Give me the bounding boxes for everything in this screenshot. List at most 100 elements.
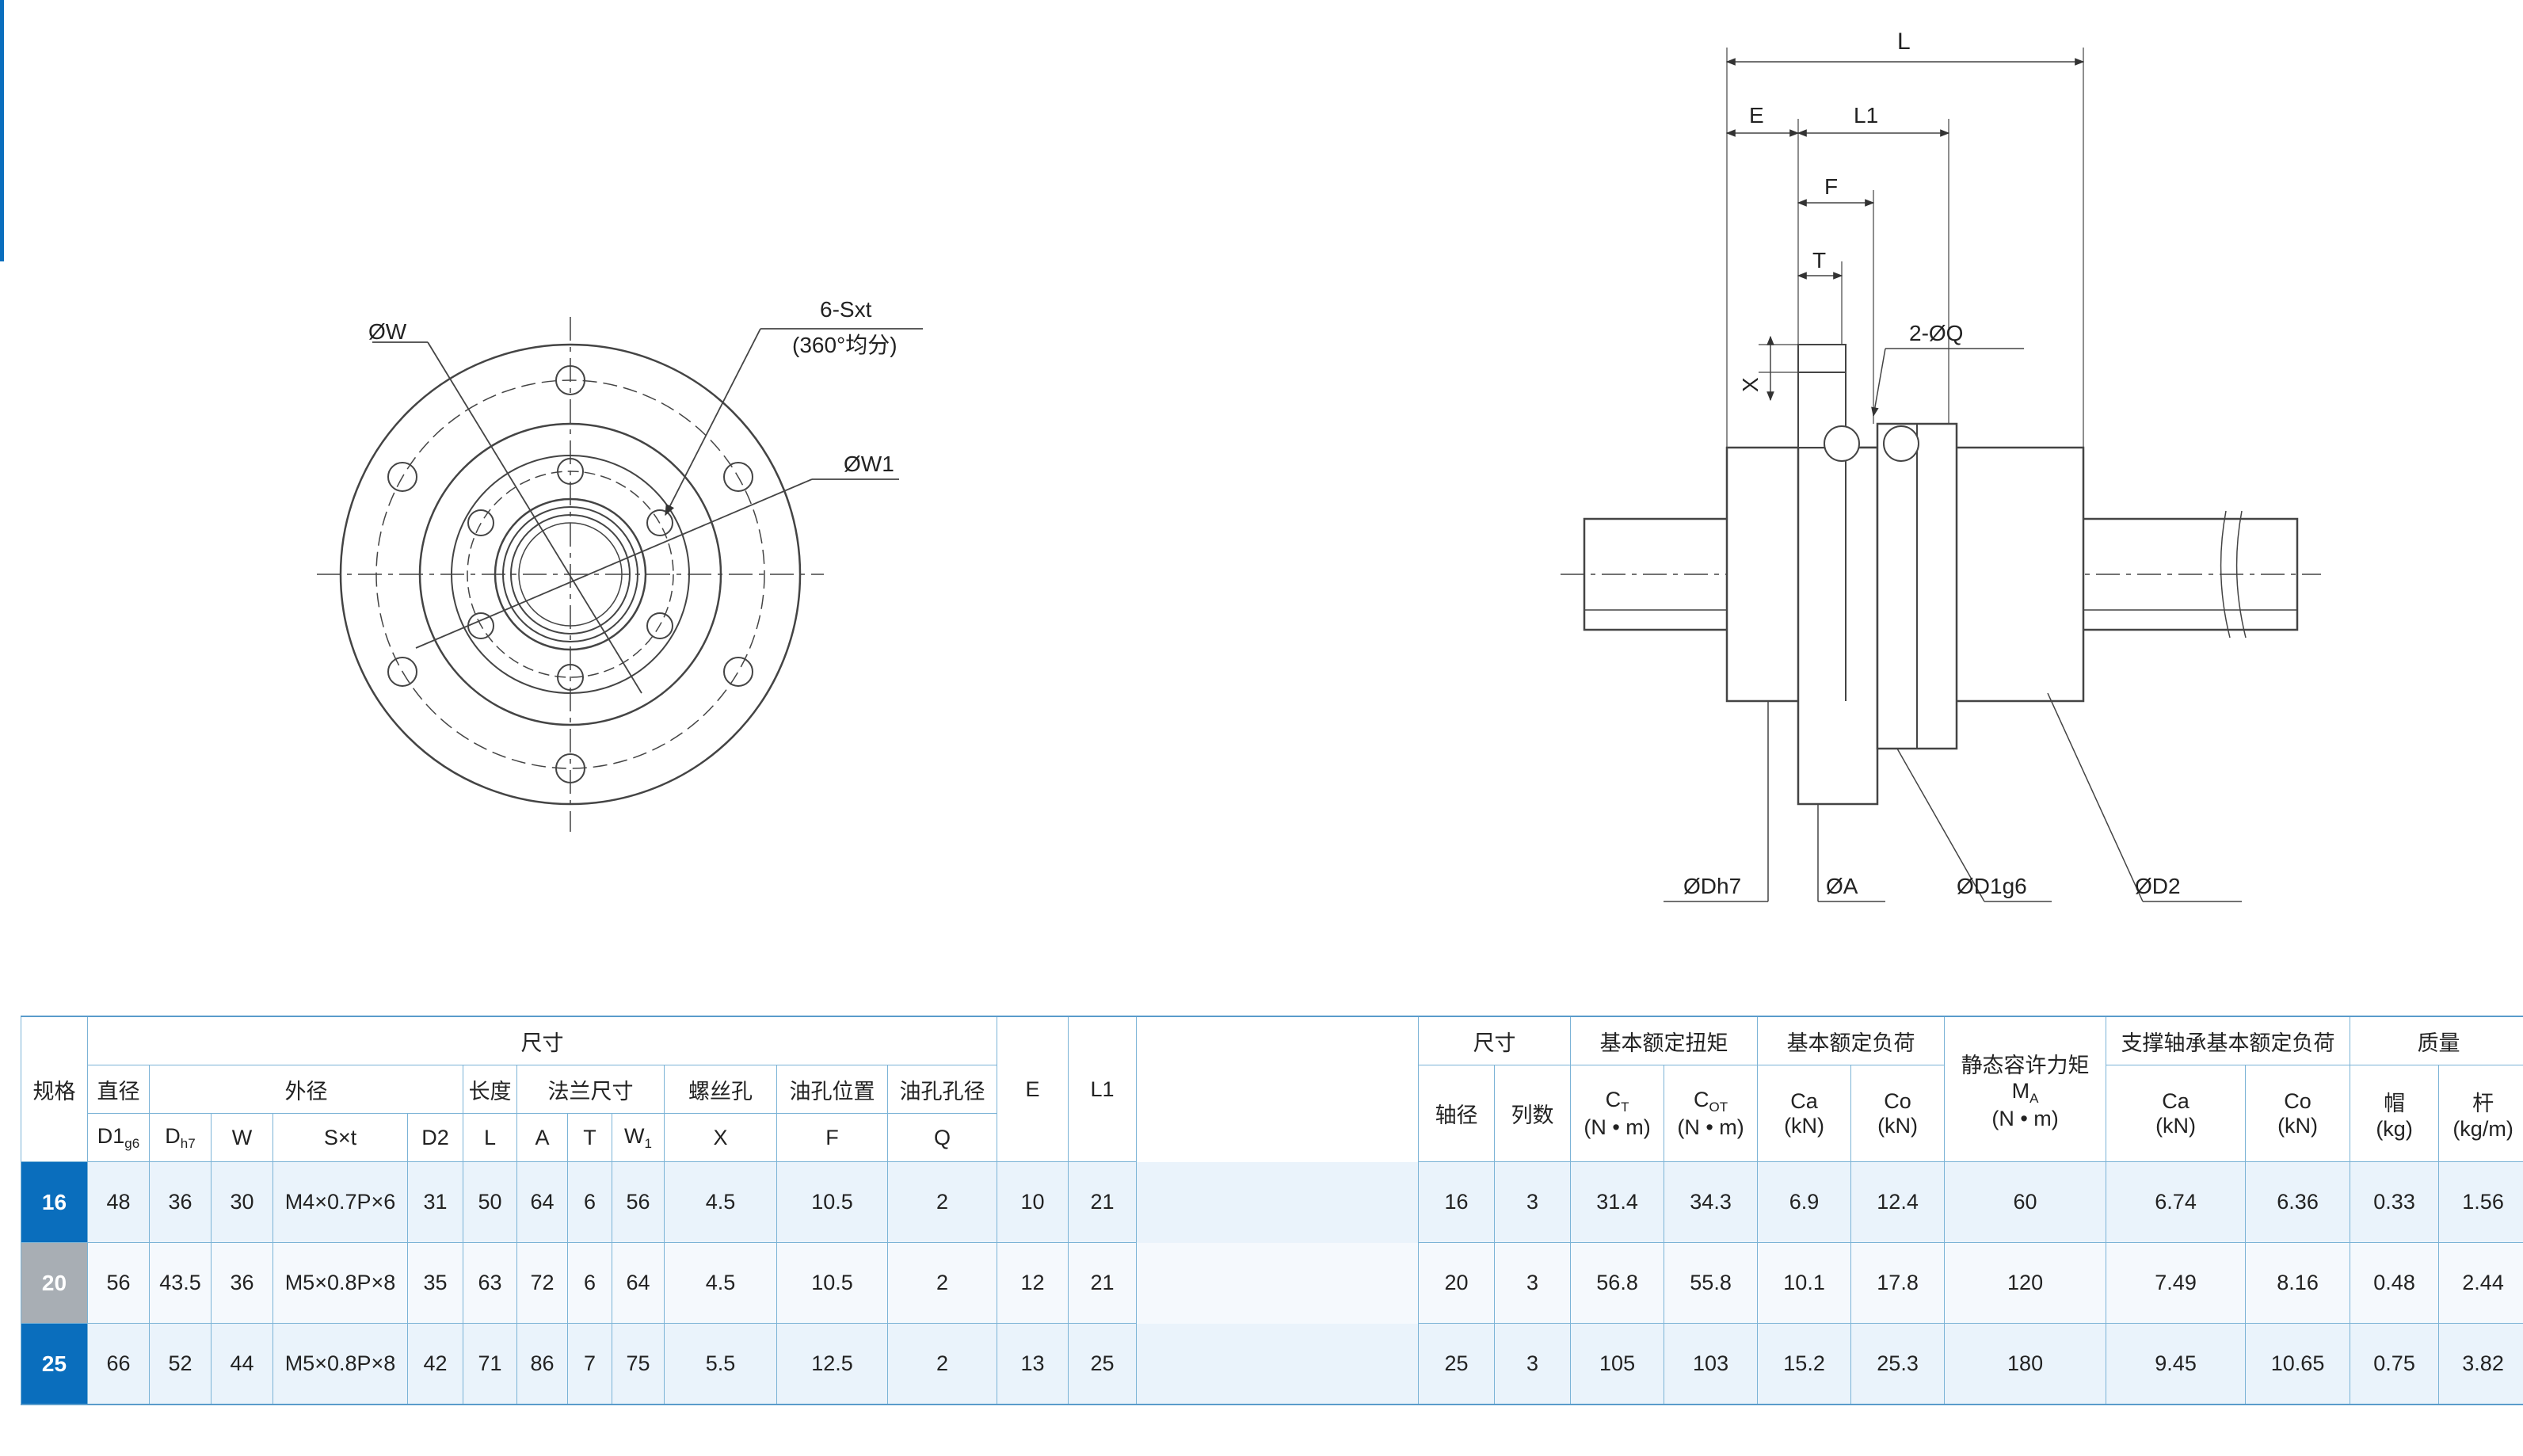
- cell-dh7: 43.5: [149, 1242, 212, 1324]
- header-flange: 法兰尺寸: [516, 1065, 665, 1114]
- header-screw-hole: 螺丝孔: [664, 1065, 777, 1114]
- cell-rows: 3: [1494, 1161, 1572, 1243]
- cell-x: 4.5: [664, 1161, 777, 1243]
- header-outer: 外径: [149, 1065, 463, 1114]
- header-d2: D2: [407, 1113, 463, 1162]
- cell-cot: 103: [1664, 1323, 1759, 1405]
- cell-co: 12.4: [1850, 1161, 1946, 1243]
- label-F: F: [1824, 174, 1838, 199]
- cell-l1: 21: [1068, 1242, 1138, 1324]
- cell-shaft: 16: [1418, 1161, 1496, 1243]
- header-f: F: [776, 1113, 888, 1162]
- label-holes-note: (360°均分): [792, 333, 898, 357]
- header-size-main: 尺寸: [86, 1016, 998, 1065]
- header-ct: CT (N • m): [1570, 1065, 1665, 1162]
- label-A: ØA: [1826, 874, 1858, 898]
- cell-f: 10.5: [776, 1161, 888, 1243]
- header-static-moment: 静态容许力矩 MA (N • m): [1944, 1016, 2107, 1162]
- cell-shaft: 25: [1418, 1323, 1496, 1405]
- label-holes: 6-Sxt: [820, 297, 872, 322]
- label-D1: ØD1g6: [1957, 874, 2027, 898]
- label-Dh7: ØDh7: [1683, 874, 1741, 898]
- header-bearing-load: 支撑轴承基本额定负荷: [2106, 1016, 2351, 1065]
- cell-cap: 0.75: [2350, 1323, 2440, 1405]
- header-x: X: [664, 1113, 777, 1162]
- header-sxt: S×t: [272, 1113, 408, 1162]
- cell-co: 17.8: [1850, 1242, 1946, 1324]
- cell-rows: 3: [1494, 1242, 1572, 1324]
- cell-sxt: M4×0.7P×6: [272, 1161, 408, 1243]
- table-row: 16 48 36 30 M4×0.7P×6 31 50 64 6 56 4.5 …: [21, 1161, 2523, 1243]
- cell-w1: 56: [612, 1161, 665, 1243]
- cell-d2: 35: [407, 1242, 463, 1324]
- label-oil: 2-ØQ: [1909, 321, 1963, 345]
- cell-l: 71: [463, 1323, 517, 1405]
- header-diameter: 直径: [87, 1065, 150, 1114]
- cell-ma: 60: [1944, 1161, 2107, 1243]
- cell-d2: 42: [407, 1323, 463, 1405]
- cell-cap: 0.33: [2350, 1161, 2440, 1243]
- table-row: 25 66 52 44 M5×0.8P×8 42 71 86 7 75 5.5 …: [21, 1323, 2523, 1405]
- header-co: Co(kN): [1850, 1065, 1946, 1162]
- header-dh7: Dh7: [149, 1113, 212, 1162]
- header-cot: COT (N • m): [1664, 1065, 1759, 1162]
- label-D2: ØD2: [2135, 874, 2181, 898]
- cell-ca: 15.2: [1757, 1323, 1852, 1405]
- cell-t: 7: [567, 1323, 612, 1405]
- header-q: Q: [886, 1113, 998, 1162]
- header-load: 基本额定负荷: [1757, 1016, 1946, 1065]
- cell-f: 10.5: [776, 1242, 888, 1324]
- cell-w: 36: [211, 1242, 273, 1324]
- cell-e: 10: [997, 1161, 1069, 1243]
- header-mass: 质量: [2350, 1016, 2523, 1065]
- spec-table: 规格 尺寸 E L1 尺寸 基本额定扭矩 基本额定负荷 静态容许力矩 MA (N…: [21, 1016, 2523, 1405]
- cell-ca: 10.1: [1757, 1242, 1852, 1324]
- label-L: L: [1897, 29, 1911, 55]
- static-moment-sym: M: [2011, 1078, 2030, 1103]
- cell-sxt: M5×0.8P×8: [272, 1323, 408, 1405]
- cell-bca: 9.45: [2106, 1323, 2247, 1405]
- header-d1: D1g6: [87, 1113, 150, 1162]
- cell-rod: 2.44: [2438, 1242, 2523, 1324]
- header-gap: [1136, 1016, 1420, 1162]
- cell-l: 63: [463, 1242, 517, 1324]
- static-moment-title: 静态容许力矩: [1961, 1053, 2090, 1077]
- cell-ma: 120: [1944, 1242, 2107, 1324]
- header-l: L: [463, 1113, 517, 1162]
- cell-a: 72: [516, 1242, 568, 1324]
- cell-q: 2: [886, 1323, 998, 1405]
- cell-x: 5.5: [664, 1323, 777, 1405]
- cell-l1: 21: [1068, 1161, 1138, 1243]
- cell-model: 16: [21, 1161, 88, 1243]
- side-view: [1561, 48, 2321, 902]
- static-moment-sub: A: [2029, 1090, 2039, 1106]
- header-torque: 基本额定扭矩: [1570, 1016, 1759, 1065]
- cell-dh7: 52: [149, 1323, 212, 1405]
- header-bearing-ca: Ca(kN): [2106, 1065, 2247, 1162]
- cell-l1: 25: [1068, 1323, 1138, 1405]
- cell-rod: 1.56: [2438, 1161, 2523, 1243]
- header-cap: 帽(kg): [2350, 1065, 2440, 1162]
- header-rod: 杆(kg/m): [2438, 1065, 2523, 1162]
- label-L1: L1: [1854, 103, 1878, 128]
- cell-co: 25.3: [1850, 1323, 1946, 1405]
- static-moment-unit: (N • m): [1991, 1106, 2059, 1130]
- header-bearing-co: Co(kN): [2245, 1065, 2351, 1162]
- cell-bco: 8.16: [2245, 1242, 2351, 1324]
- header-size-right: 尺寸: [1418, 1016, 1572, 1065]
- cell-t: 6: [567, 1242, 612, 1324]
- cell-d1: 48: [87, 1161, 150, 1243]
- header-l1: L1: [1068, 1016, 1138, 1162]
- cell-w: 30: [211, 1161, 273, 1243]
- header-w1: W1: [612, 1113, 665, 1162]
- front-view: [317, 317, 923, 832]
- cell-w: 44: [211, 1323, 273, 1405]
- cell-rows: 3: [1494, 1323, 1572, 1405]
- cell-e: 12: [997, 1242, 1069, 1324]
- accent-bar: [0, 0, 4, 261]
- cell-model: 25: [21, 1323, 88, 1405]
- cell-ma: 180: [1944, 1323, 2107, 1405]
- cell-gap: [1136, 1323, 1420, 1405]
- label-w: ØW: [368, 319, 407, 344]
- cell-dh7: 36: [149, 1161, 212, 1243]
